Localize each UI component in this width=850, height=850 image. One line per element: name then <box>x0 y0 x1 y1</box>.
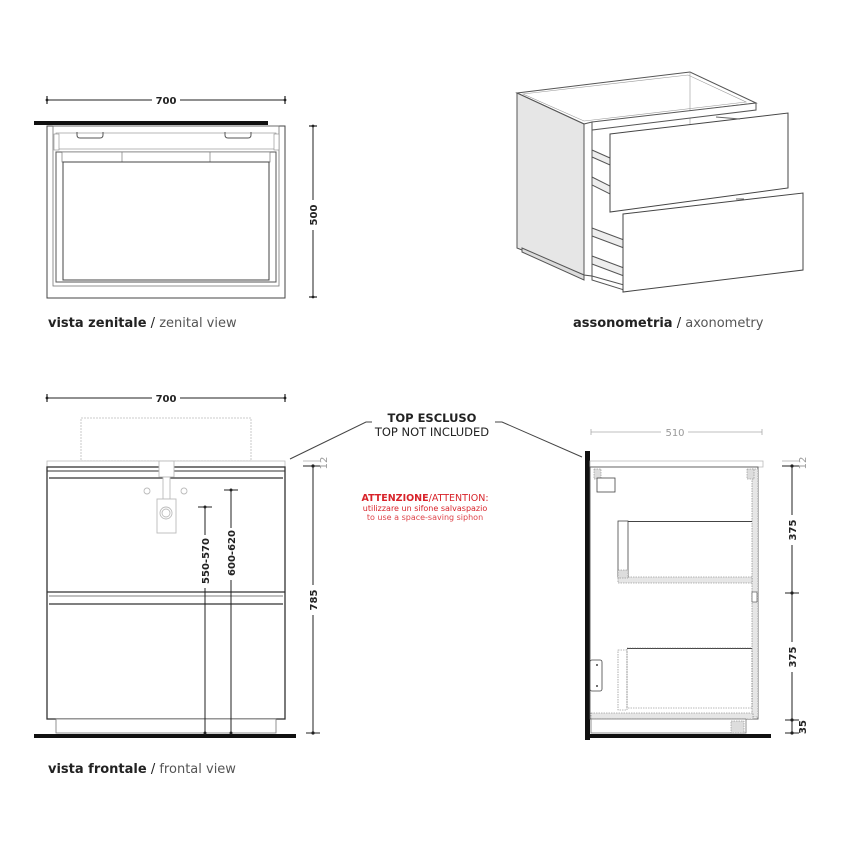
siphon-high-dim: 600-620 <box>227 530 238 576</box>
zenital-view-caption: vista zenitale / zenital view <box>48 316 237 331</box>
side-plinth-dim: 35 <box>798 720 809 734</box>
frontal-top-dim: 12 <box>319 457 330 470</box>
top-note-leaders <box>289 421 583 460</box>
side-lower-drawer-dim: 375 <box>788 647 799 668</box>
zenital-view: 700 500 <box>34 96 320 299</box>
top-excluded-it: TOP ESCLUSO <box>387 411 477 425</box>
axonometry-caption: assonometria / axonometry <box>573 316 764 331</box>
zenital-width-dim: 700 <box>156 96 177 107</box>
siphon-icon <box>143 460 188 534</box>
frontal-view-caption: vista frontale / frontal view <box>48 762 236 777</box>
siphon-low-dim: 550-570 <box>201 538 212 584</box>
side-depth-dim: 510 <box>665 428 684 439</box>
axonometry-view <box>515 71 804 293</box>
top-excluded-en: TOP NOT INCLUDED <box>374 425 490 439</box>
side-top-dim: 12 <box>798 457 809 470</box>
top-excluded-note: TOP ESCLUSO TOP NOT INCLUDED <box>362 411 502 439</box>
frontal-height-dim: 785 <box>309 590 320 611</box>
side-view: 510 12 <box>585 428 809 740</box>
siphon-warning-it: utilizzare un sifone salvaspazio <box>362 504 488 513</box>
frontal-width-dim: 700 <box>156 394 177 405</box>
siphon-warning-en: to use a space-saving siphon <box>366 513 484 522</box>
side-upper-drawer-dim: 375 <box>788 520 799 541</box>
siphon-warning-note: ATTENZIONE/ATTENTION: utilizzare un sifo… <box>345 493 505 522</box>
frontal-view: 700 550-570 <box>34 394 330 738</box>
zenital-depth-dim: 500 <box>309 205 320 226</box>
